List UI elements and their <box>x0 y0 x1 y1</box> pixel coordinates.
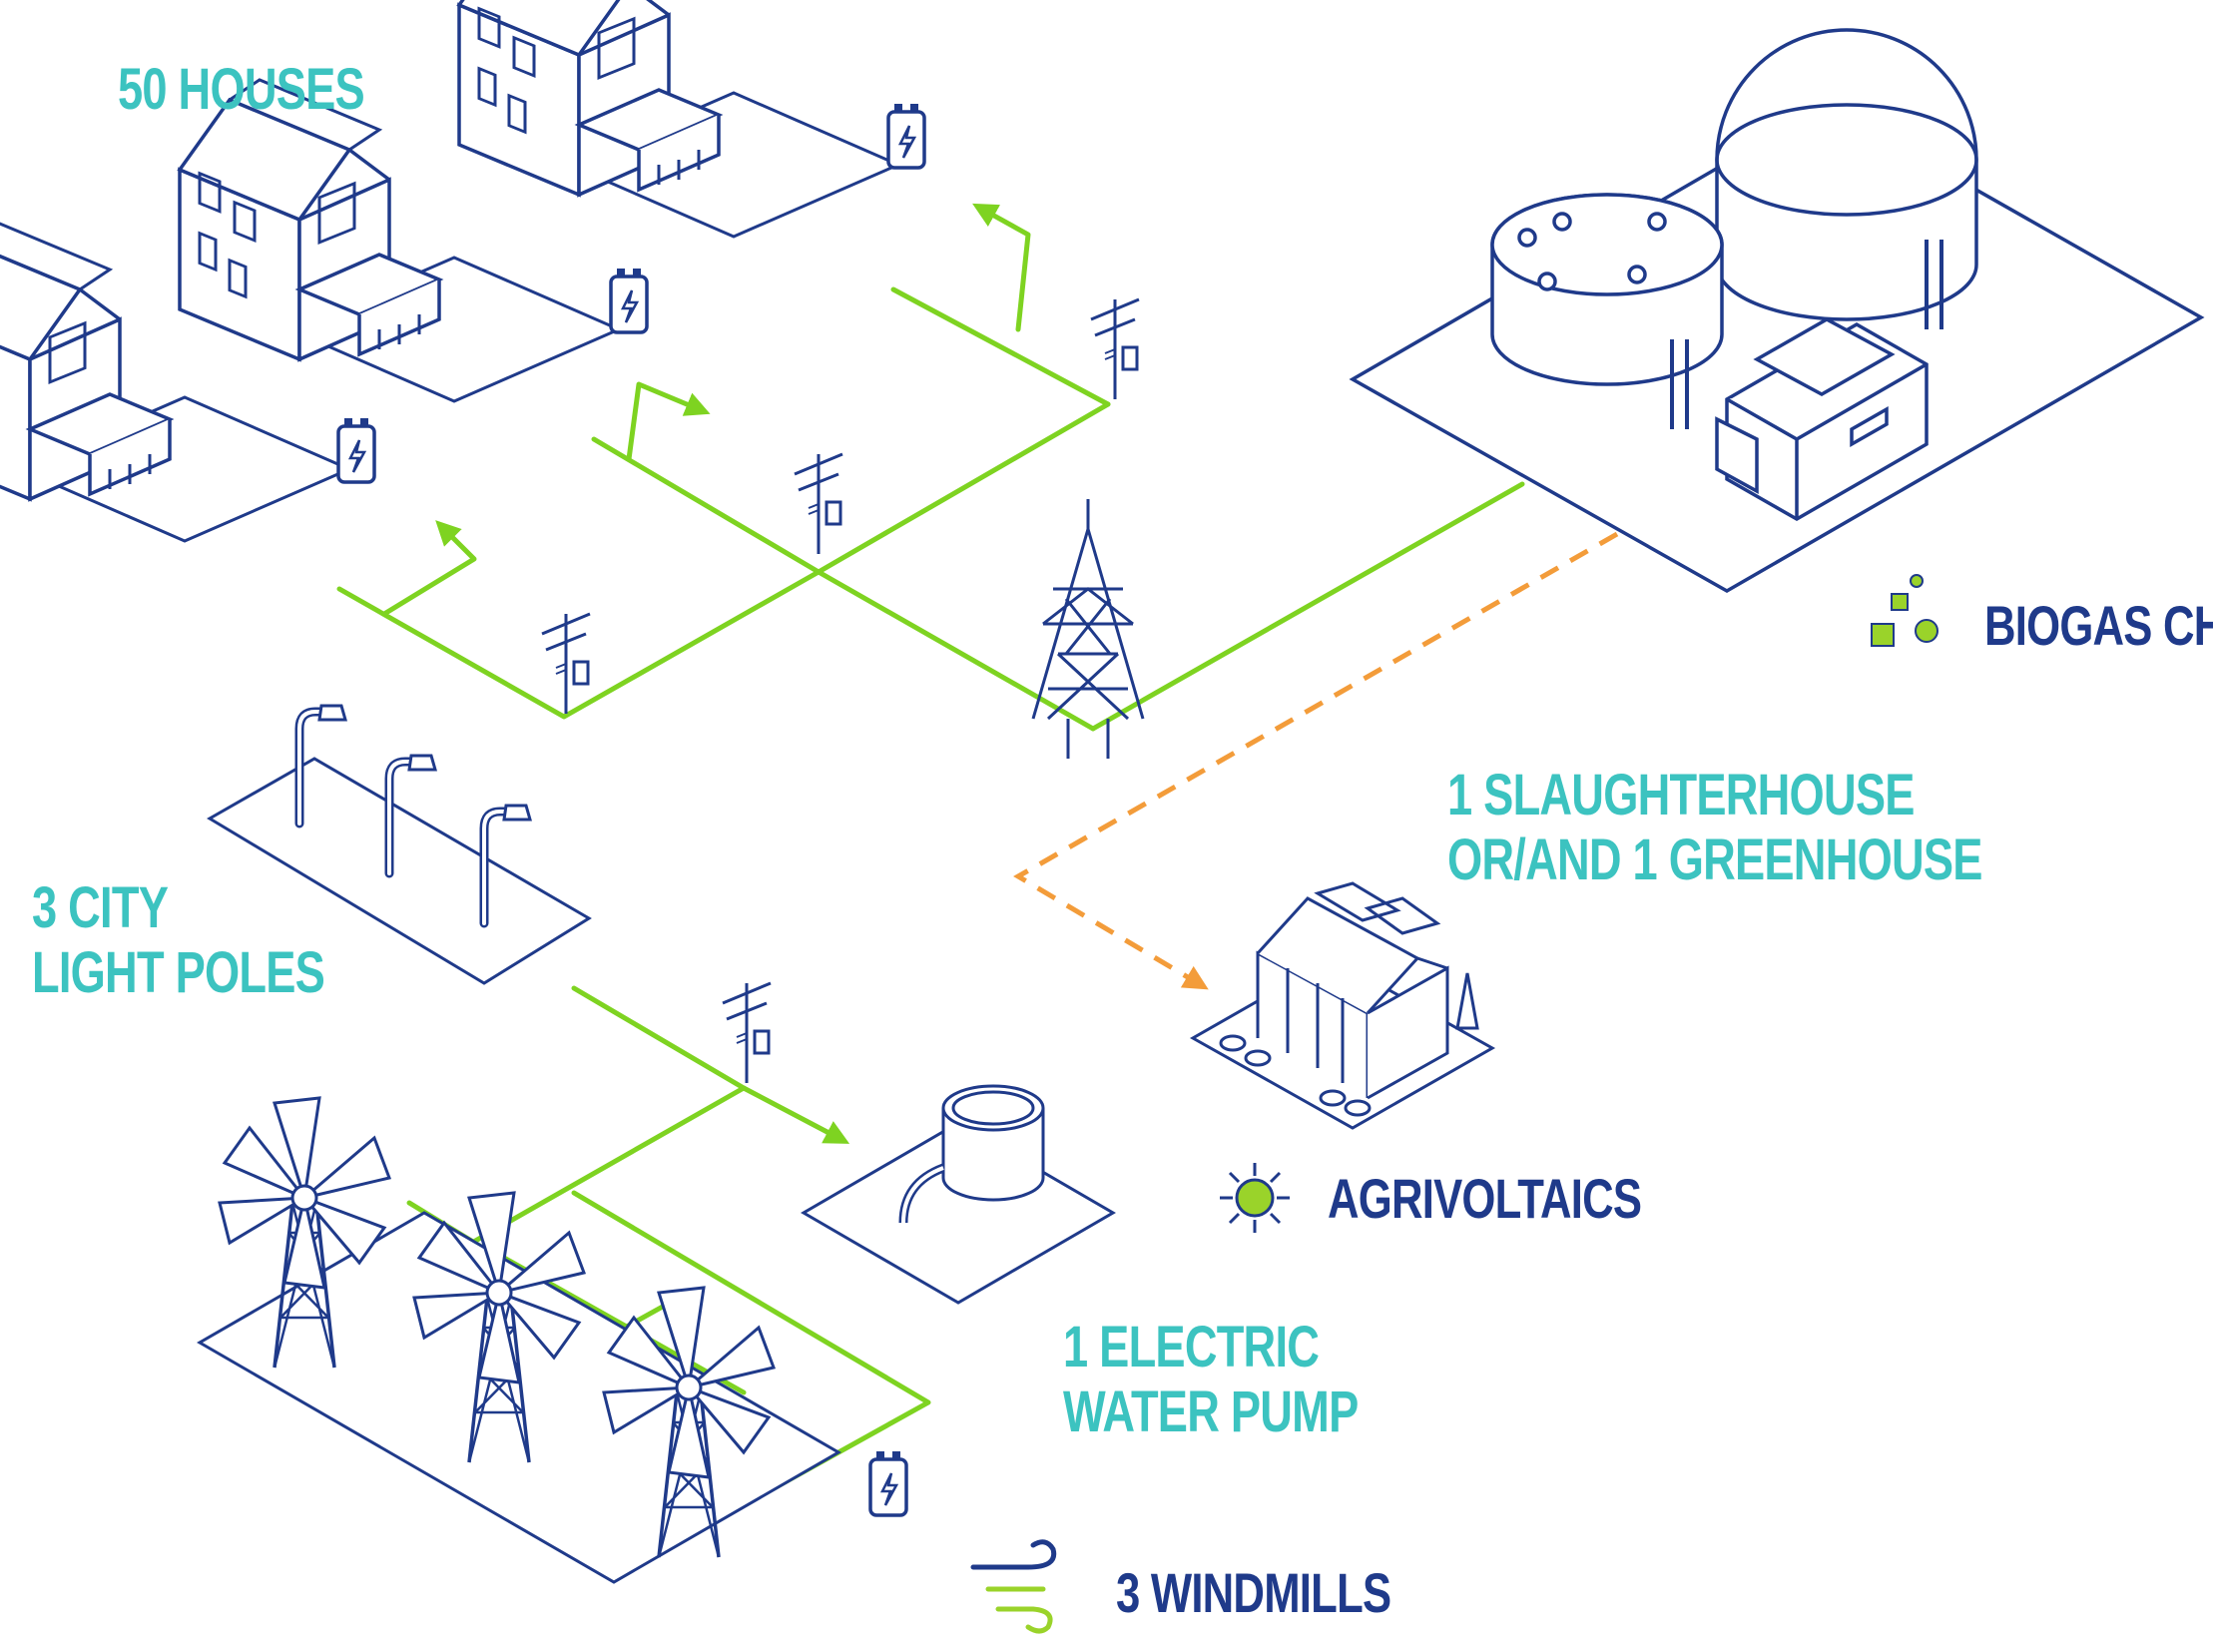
utility-pole-icon <box>721 981 773 1085</box>
biogas-plant <box>1349 28 2205 594</box>
utility-pole-icon <box>540 612 592 716</box>
street-lights <box>207 706 592 985</box>
greenhouse <box>1189 881 1496 1130</box>
windmills <box>197 1096 841 1584</box>
battery-icon <box>609 267 649 334</box>
biogas-dots-icon <box>1871 574 1938 647</box>
pylon-icon <box>1031 499 1145 759</box>
utility-pole-icon <box>1089 297 1141 401</box>
agrivoltaics-label: AGRIVOLTAICS <box>1328 1167 1642 1230</box>
wind-icon <box>970 1539 1057 1634</box>
battery-icon <box>868 1449 908 1517</box>
sun-icon <box>1220 1163 1290 1233</box>
utility-pole-icon <box>793 452 844 556</box>
houses-label: 50 HOUSES <box>118 57 365 122</box>
water-pump <box>801 1084 1116 1305</box>
biogas-label: BIOGAS CHP <box>1984 594 2213 657</box>
windmills-label: 3 WINDMILLS <box>1116 1561 1391 1624</box>
battery-icon <box>886 102 926 170</box>
house-3 <box>457 0 900 239</box>
battery-icon <box>336 416 376 484</box>
